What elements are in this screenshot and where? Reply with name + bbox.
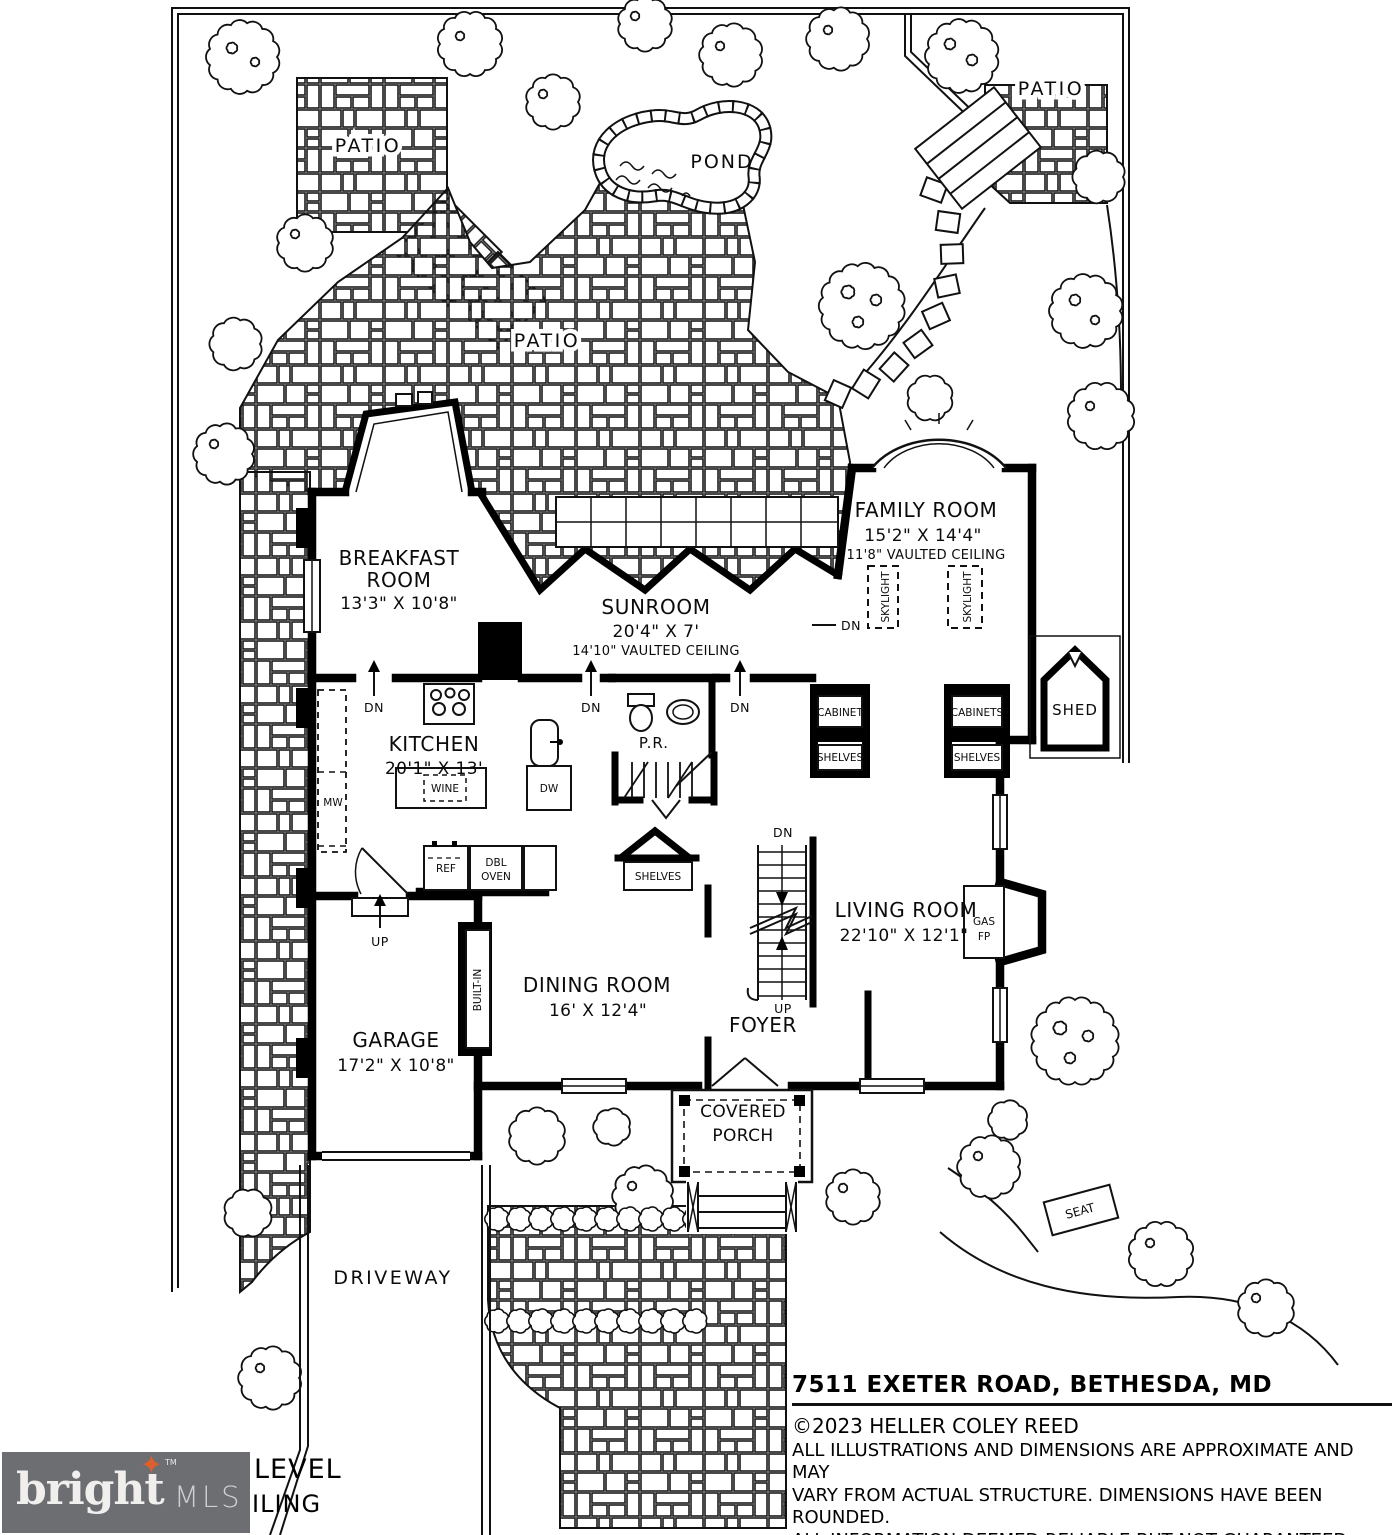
storage-columns bbox=[810, 684, 1010, 778]
door-arrows bbox=[368, 624, 836, 696]
bright-wordmark: bright bbox=[16, 1464, 165, 1515]
sunroom-name: SUNROOM bbox=[601, 595, 710, 619]
living-room-name: LIVING ROOM bbox=[835, 898, 978, 922]
up-label-stairs: UP bbox=[774, 1001, 792, 1016]
dining-room-name: DINING ROOM bbox=[523, 973, 671, 997]
front-door bbox=[711, 1057, 779, 1087]
skylight-label-2: SKYLIGHT bbox=[962, 571, 974, 623]
bow-window bbox=[871, 438, 1007, 469]
patio-top-left-label: PATIO bbox=[335, 135, 401, 157]
patio-paving bbox=[239, 77, 1108, 1529]
porch-name1: COVERED bbox=[700, 1102, 786, 1122]
address: 7511 EXETER ROAD, BETHESDA, MD bbox=[792, 1372, 1392, 1406]
patio-top-right-label: PATIO bbox=[1018, 78, 1084, 100]
family-room-name: FAMILY ROOM bbox=[855, 498, 998, 522]
up-label-garage: UP bbox=[371, 934, 389, 949]
garage-name: GARAGE bbox=[352, 1028, 439, 1052]
powder-room-label: P.R. bbox=[639, 734, 669, 752]
disclaimer-line-2: VARY FROM ACTUAL STRUCTURE. DIMENSIONS H… bbox=[792, 1485, 1323, 1528]
gas-fp-label-2: FP bbox=[978, 931, 990, 943]
kitchen-chimney bbox=[478, 622, 522, 680]
dbl-oven-label-1: DBL bbox=[485, 857, 506, 869]
copyright: ©2023 HELLER COLEY REED bbox=[792, 1414, 1079, 1438]
sunroom-ceiling: 14'10" VAULTED CEILING bbox=[572, 644, 740, 659]
pond-label: POND bbox=[690, 151, 753, 173]
garage-dims: 17'2" X 10'8" bbox=[337, 1056, 455, 1076]
dn-label-sunroom: DN bbox=[581, 700, 601, 715]
pond bbox=[592, 100, 773, 215]
stepping-stones bbox=[823, 176, 965, 410]
shed bbox=[1029, 635, 1121, 759]
dn-label-kitchen: DN bbox=[364, 700, 384, 715]
pond-ripples bbox=[615, 161, 691, 197]
ref-label: REF bbox=[436, 863, 456, 875]
shelves-label-dining: SHELVES bbox=[635, 871, 682, 883]
deck-steps bbox=[913, 85, 1043, 211]
bright-mls-logo: bright ✦ TM MLS bbox=[2, 1450, 250, 1533]
labels: PATIO POND PATIO PATIO FAMILY ROOM 15'2"… bbox=[323, 74, 1098, 1294]
shed-label: SHED bbox=[1052, 701, 1098, 719]
family-room-dims: 15'2" X 14'4" bbox=[864, 526, 982, 546]
wine-label: WINE bbox=[431, 783, 459, 795]
shelves-label-left: SHELVES bbox=[817, 752, 864, 764]
sunroom-dims: 20'4" X 7' bbox=[613, 622, 700, 642]
dining-shelves bbox=[623, 861, 693, 891]
level-label-partial: LEVEL bbox=[254, 1454, 342, 1485]
skylights bbox=[867, 565, 983, 629]
mls-wordmark: MLS bbox=[174, 1480, 243, 1514]
living-room-dims: 22'10" X 12'1" bbox=[840, 926, 969, 946]
dn-label-stairs: DN bbox=[773, 825, 793, 840]
stairs bbox=[746, 845, 813, 1001]
dw-label: DW bbox=[540, 783, 559, 795]
skylight-label-1: SKYLIGHT bbox=[880, 571, 892, 623]
kitchen-dims: 20'1" X 13' bbox=[385, 759, 483, 779]
dbl-oven-label-2: OVEN bbox=[481, 871, 511, 883]
kitchen-fixtures bbox=[317, 683, 572, 891]
mw-label: MW bbox=[323, 797, 343, 809]
garden-seat bbox=[1042, 1183, 1120, 1237]
toilet bbox=[629, 704, 653, 732]
windows bbox=[303, 559, 1008, 1094]
ceiling-label-partial: ILING bbox=[252, 1490, 322, 1518]
trademark-symbol: TM bbox=[165, 1458, 177, 1467]
refrigerator bbox=[423, 845, 469, 891]
cabinets-label: CABINETS bbox=[951, 707, 1004, 719]
star-icon: ✦ bbox=[140, 1450, 163, 1481]
dishwasher bbox=[526, 765, 572, 811]
breakfast-room-dims: 13'3" X 10'8" bbox=[340, 594, 458, 614]
breakfast-room-name1: BREAKFAST bbox=[339, 546, 460, 570]
family-room-ceiling: 11'8" VAULTED CEILING bbox=[846, 548, 1005, 563]
driveway-label: DRIVEWAY bbox=[333, 1267, 452, 1289]
driveway-edges bbox=[269, 1165, 491, 1535]
breakfast-room-name2: ROOM bbox=[366, 568, 431, 592]
double-oven bbox=[469, 845, 523, 891]
gas-fireplace bbox=[963, 885, 1005, 959]
foyer-label: FOYER bbox=[729, 1013, 797, 1037]
cabinet-label: CABINET bbox=[817, 707, 863, 719]
dining-room-dims: 16' X 12'4" bbox=[549, 1001, 647, 1021]
footer: 7511 EXETER ROAD, BETHESDA, MD ©2023 HEL… bbox=[792, 1372, 1392, 1535]
hedge-rows bbox=[483, 1206, 708, 1334]
disclaimer-line-1: ALL ILLUSTRATIONS AND DIMENSIONS ARE APP… bbox=[792, 1440, 1354, 1483]
built-in-cabinet bbox=[458, 922, 492, 1056]
covered-porch bbox=[670, 1088, 814, 1234]
dn-label-family: DN bbox=[841, 618, 861, 633]
dn-label-hall: DN bbox=[730, 700, 750, 715]
window-wells bbox=[296, 508, 310, 1078]
powder-room-fixtures bbox=[623, 693, 713, 820]
disclaimer-line-3: ALL INFORMATION DEEMED RELIABLE BUT NOT … bbox=[792, 1530, 1392, 1535]
kitchen-name: KITCHEN bbox=[389, 732, 480, 756]
garage-entry bbox=[351, 847, 409, 928]
patio-main-label: PATIO bbox=[514, 330, 580, 352]
pr-sink bbox=[666, 699, 700, 725]
shelves-label-right: SHELVES bbox=[954, 752, 1001, 764]
garage-door bbox=[322, 1149, 470, 1163]
sunroom-windows bbox=[555, 496, 839, 548]
porch-name2: PORCH bbox=[712, 1126, 773, 1146]
gas-fp-label-1: GAS bbox=[973, 916, 995, 928]
built-in-label: BUILT-IN bbox=[472, 969, 484, 1012]
